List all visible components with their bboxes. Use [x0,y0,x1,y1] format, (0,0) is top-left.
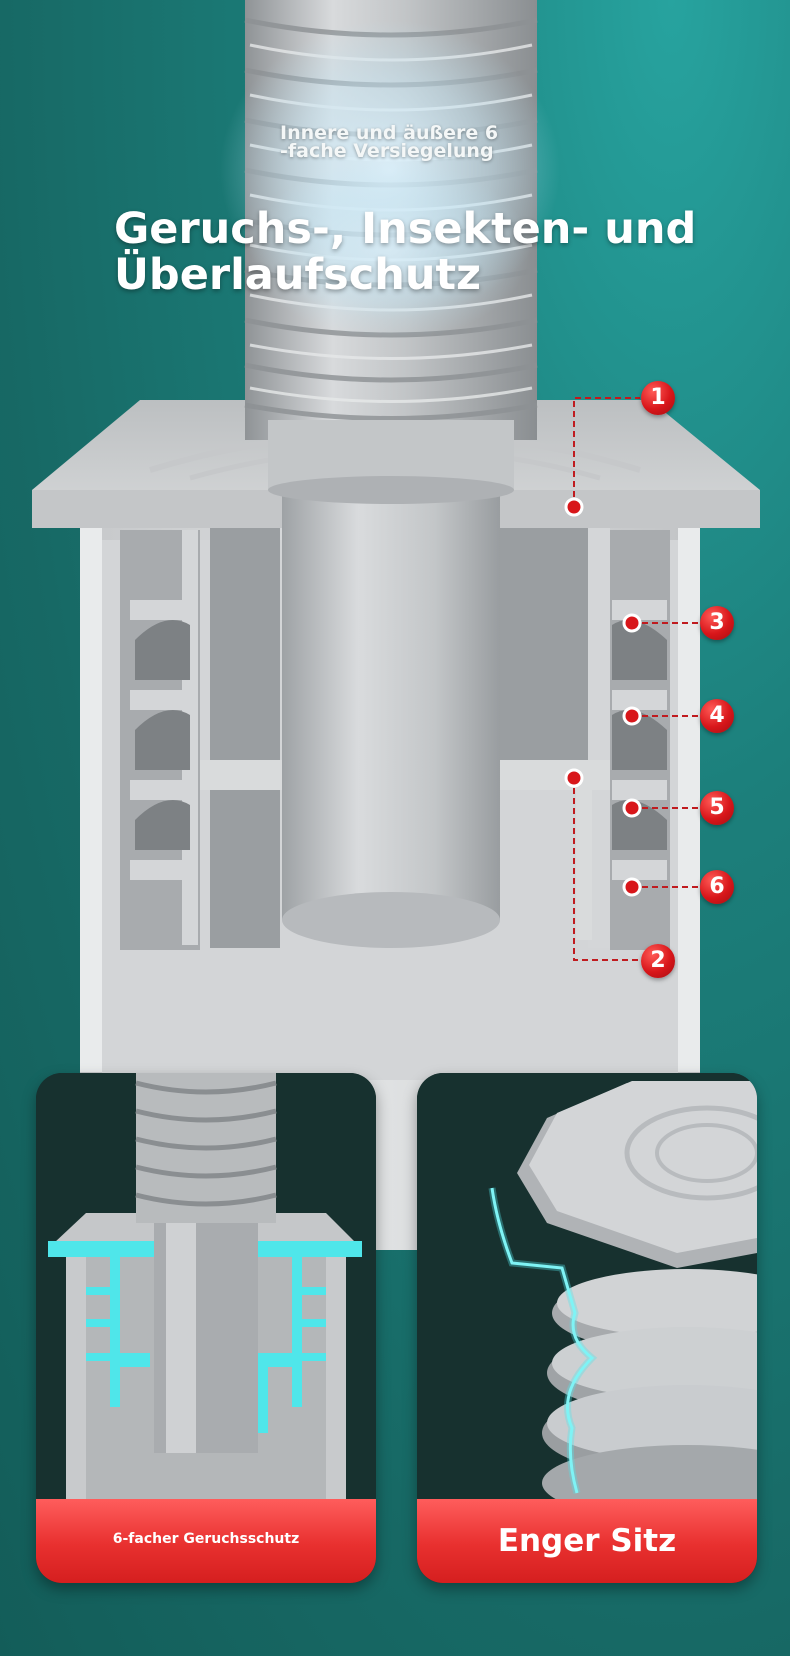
label-odor-protection: 6-facher Geruchsschutz [36,1499,376,1583]
tight-fit-diagram [417,1073,757,1583]
callout-badge-3: 3 [700,606,734,640]
odor-seal-diagram [36,1073,376,1583]
headline-small: Innere und äußere 6 -fache Versiegelung [280,122,580,162]
callout-badge-1: 1 [641,381,675,415]
card-odor-protection: 6-facher Geruchsschutz [36,1073,376,1583]
headline-main: Geruchs-, Insekten- und Überlaufschutz [114,206,754,298]
callout-badge-4: 4 [700,699,734,733]
headline-main-line2: Überlaufschutz [114,250,482,300]
callout-badge-6: 6 [700,870,734,904]
card-tight-fit: Enger Sitz [417,1073,757,1583]
label-tight-fit: Enger Sitz [417,1499,757,1583]
headline-main-line1: Geruchs-, Insekten- und [114,204,697,254]
headline-small-line1: Innere und äußere 6 [280,122,499,144]
headline-small-line2: -fache Versiegelung [280,140,494,162]
callout-badge-5: 5 [700,791,734,825]
callout-badge-2: 2 [641,944,675,978]
